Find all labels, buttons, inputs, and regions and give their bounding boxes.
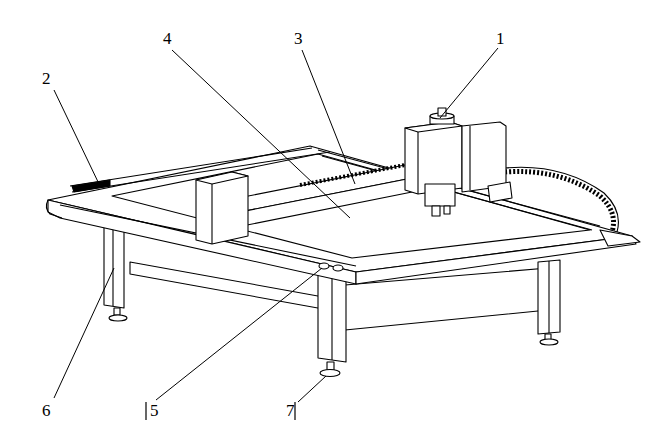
callout-number: 7: [286, 402, 295, 419]
foot: [327, 362, 334, 370]
gantry-beam: [230, 178, 412, 228]
button: [319, 263, 329, 269]
cutting-head: [405, 122, 462, 194]
callout-number: 4: [163, 30, 172, 47]
head-housing: [462, 122, 506, 192]
leader-lines: [54, 48, 498, 402]
button: [333, 265, 343, 271]
text-cursor: [145, 402, 146, 420]
tool-holder: [425, 184, 455, 206]
leg: [104, 225, 124, 308]
text-cursor: [294, 402, 295, 420]
foot: [320, 370, 340, 377]
leg: [318, 272, 346, 362]
gantry-end: [196, 172, 248, 244]
cable-chain: [505, 172, 614, 233]
foot: [540, 339, 558, 345]
callout-number: 3: [294, 30, 303, 47]
cable-chain: [300, 165, 405, 185]
callout-number: 1: [496, 30, 505, 47]
end-cap: [600, 230, 640, 246]
callout-number: 2: [42, 70, 51, 87]
foot: [109, 315, 127, 321]
callout-number: 5: [150, 402, 159, 419]
callout-number: 6: [42, 402, 51, 419]
foot: [114, 308, 120, 315]
leg: [538, 260, 560, 334]
